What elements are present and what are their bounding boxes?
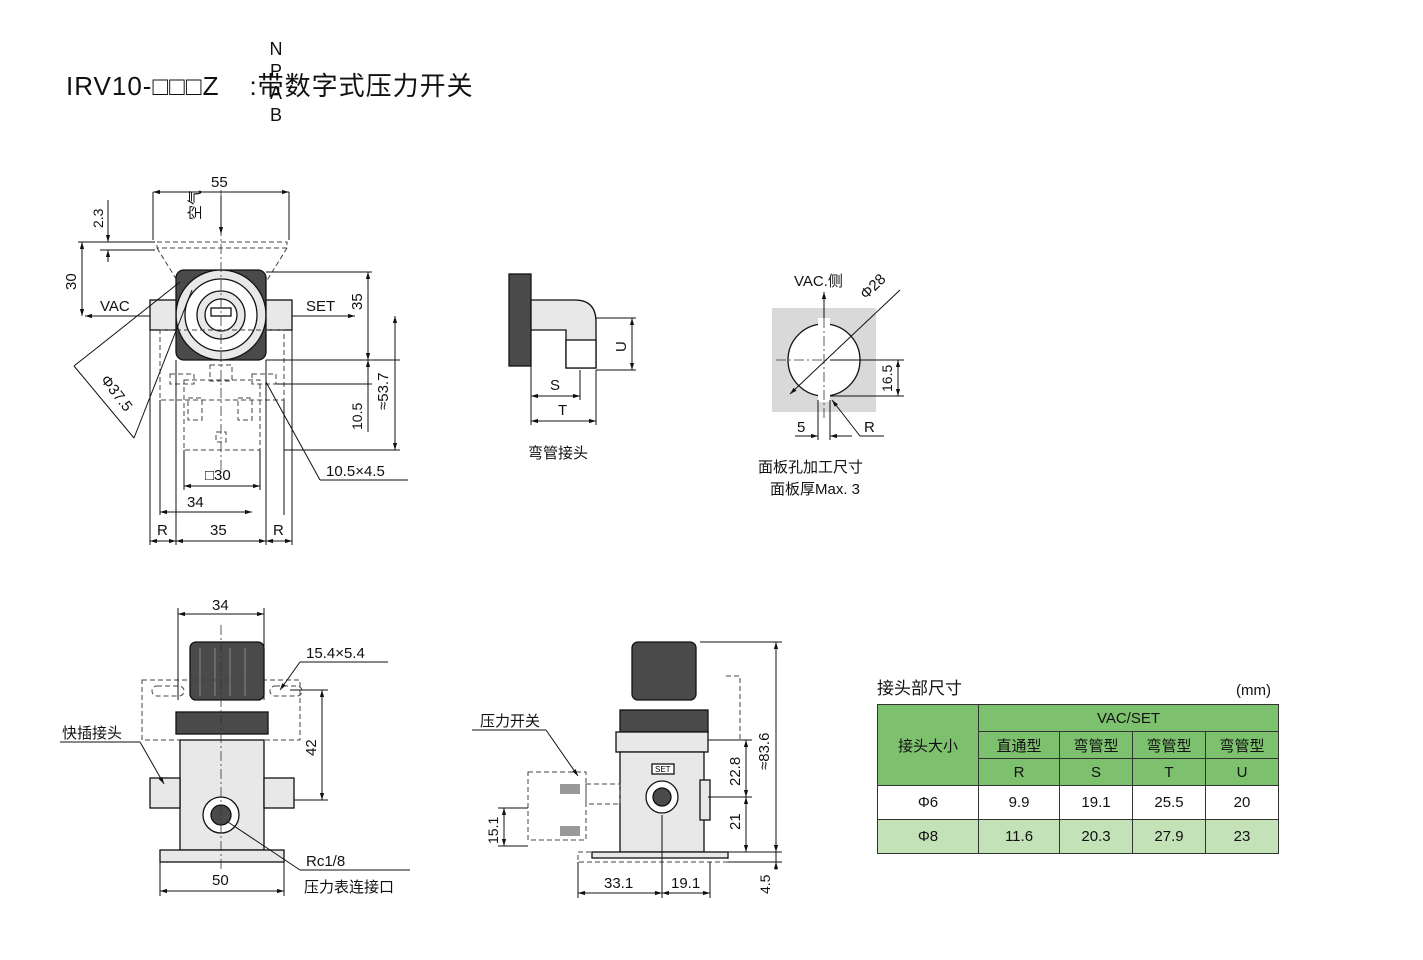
set-label: SET: [306, 298, 335, 315]
cell-r: 9.9: [978, 785, 1060, 820]
table-caption: 接头部尺寸: [877, 679, 962, 698]
dim-r-panel: R: [864, 419, 875, 436]
bottom-left-view: 34 15.4×5.4 42 快插接头 Rc1/8 压力表连接口 50: [60, 597, 410, 896]
side-view: SET 压力开关 ≈83.6 22.8 21 15.1: [472, 641, 782, 898]
dim-30: 30: [63, 273, 80, 290]
dim-50: 50: [212, 872, 229, 889]
dim-slot-15-4x5-4: 15.4×5.4: [306, 645, 365, 662]
quick-fit-label: 快插接头: [62, 725, 122, 742]
cell-s: 19.1: [1059, 785, 1133, 820]
cell-t: 25.5: [1132, 785, 1206, 820]
cell-t: 27.9: [1132, 819, 1206, 854]
rc-1-8-label: Rc1/8: [306, 853, 345, 870]
dim-16-5: 16.5: [879, 365, 895, 392]
dim-55: 55: [211, 174, 228, 191]
panel-caption-2: 面板厚Max. 3: [770, 480, 860, 498]
dim-53-7: ≈53.7: [375, 373, 392, 410]
header-type-2: 弯管型: [1059, 731, 1133, 759]
gauge-port-label: 压力表连接口: [304, 879, 394, 896]
dim-slot-10-5x4-5: 10.5×4.5: [326, 463, 385, 480]
suffix-a: A: [269, 83, 282, 103]
panel-caption-1: 面板孔加工尺寸: [758, 458, 863, 476]
dim-42: 42: [303, 739, 320, 756]
suffix-n: N: [269, 39, 283, 59]
dim-35-bottom: 35: [210, 522, 227, 539]
header-type-4: 弯管型: [1205, 731, 1279, 759]
header-s: S: [1059, 758, 1133, 786]
cell-r: 11.6: [978, 819, 1060, 854]
fitting-dimension-table: 接头大小 VAC/SET 直通型 弯管型 弯管型 弯管型 R S T U Φ6 …: [877, 704, 1279, 854]
dim-phi-28: Φ28: [857, 271, 889, 303]
dim-2-3: 2.3: [90, 208, 106, 228]
dim-34-bottom: 34: [212, 597, 229, 614]
page-title: IRV10-□□□Z :带数字式压力开关: [66, 66, 474, 103]
elbow-fitting-view: U S T 弯管接头: [508, 273, 636, 462]
cell-u: 20: [1205, 785, 1279, 820]
dim-r-left: R: [157, 522, 168, 539]
front-view: 空气 VAC SET 55 2.3 30 35 ≈53.7 10.5: [63, 174, 408, 545]
row-size: Φ6: [877, 785, 979, 820]
dim-15-1: 15.1: [485, 817, 501, 844]
suffix-p: P: [269, 61, 282, 81]
dim-5: 5: [797, 419, 805, 436]
header-vac-set: VAC/SET: [978, 704, 1279, 732]
air-label: 空气: [187, 190, 204, 220]
header-size: 接头大小: [877, 704, 979, 786]
vac-side-label: VAC.侧: [794, 273, 843, 290]
dim-4-5: 4.5: [757, 874, 773, 894]
dim-phi-37-5: Φ37.5: [97, 372, 136, 415]
table-unit: (mm): [1236, 682, 1271, 699]
vac-label: VAC: [100, 298, 130, 315]
model-code: IRV10-□□□Z: [66, 71, 220, 101]
dim-t: T: [558, 402, 567, 419]
header-u: U: [1205, 758, 1279, 786]
dim-35-right: 35: [349, 293, 366, 310]
header-type-3: 弯管型: [1132, 731, 1206, 759]
dim-u: U: [613, 341, 630, 352]
dim-19-1: 19.1: [671, 875, 700, 892]
model-description: :带数字式压力开关: [249, 71, 474, 101]
dim-10-5: 10.5: [349, 403, 365, 430]
dim-22-8: 22.8: [727, 757, 744, 786]
elbow-caption: 弯管接头: [528, 445, 588, 462]
dim-r-right: R: [273, 522, 284, 539]
dim-square-30: □30: [205, 467, 231, 484]
dim-34-front: 34: [187, 494, 204, 511]
dim-s: S: [550, 377, 560, 394]
header-t: T: [1132, 758, 1206, 786]
suffix-b: B: [269, 105, 282, 125]
row-size: Φ8: [877, 819, 979, 854]
dim-33-1: 33.1: [604, 875, 633, 892]
header-type-1: 直通型: [978, 731, 1060, 759]
pressure-switch-label: 压力开关: [480, 713, 540, 730]
dim-21: 21: [727, 813, 744, 830]
set-badge: SET: [655, 765, 671, 774]
dim-83-6: ≈83.6: [756, 733, 773, 770]
header-r: R: [978, 758, 1060, 786]
suffix-options: N P A B: [268, 38, 284, 126]
cell-u: 23: [1205, 819, 1279, 854]
cell-s: 20.3: [1059, 819, 1133, 854]
panel-cutout-view: VAC.侧 Φ28 16.5 5 R 面板孔加工尺寸 面板厚Max. 3: [758, 271, 904, 498]
